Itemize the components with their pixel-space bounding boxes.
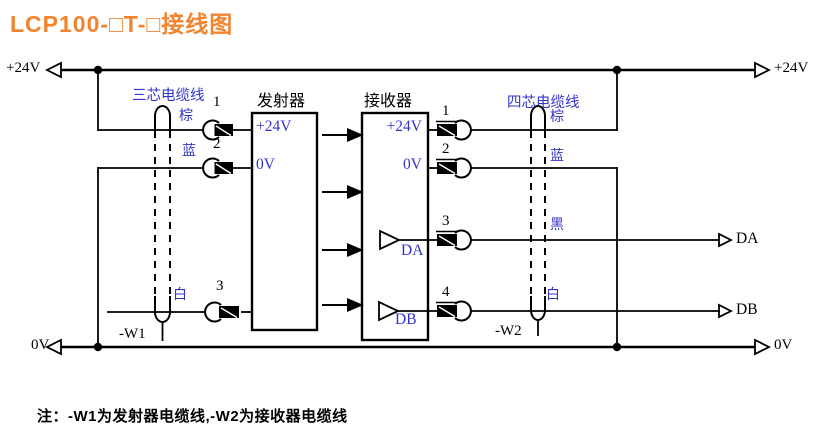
receiver-pin-db: DB xyxy=(395,311,417,328)
transmitter-connectors xyxy=(202,119,239,323)
wire-label-left-white: 白 xyxy=(173,288,187,303)
buffer-triangle-icons xyxy=(378,229,438,322)
page-title: LCP100-□T-□接线图 xyxy=(10,11,234,37)
terminal-number-rx2: 2 xyxy=(442,141,450,157)
transmitter-pin-24v: +24V xyxy=(256,118,292,135)
terminal-number-rx1: 1 xyxy=(442,103,450,119)
wire-label-right-black: 黑 xyxy=(550,218,564,233)
receiver-pin-24v: +24V xyxy=(386,118,422,135)
horizontal-wires xyxy=(98,129,720,313)
wire-label-left-brown: 棕 xyxy=(179,109,193,124)
rail-label-bottom-right: 0V xyxy=(774,337,793,353)
terminal-number-tx2: 2 xyxy=(213,136,221,152)
wire-label-right-white: 白 xyxy=(546,288,560,303)
receiver-connectors xyxy=(436,119,472,322)
wire-label-left-blue: 蓝 xyxy=(182,144,196,159)
rail-label-bottom-left: 0V xyxy=(31,337,50,353)
receiver-pin-da: DA xyxy=(401,242,424,259)
output-label-db: DB xyxy=(736,301,758,318)
wire-label-right-blue: 蓝 xyxy=(550,149,564,164)
transmitter-box xyxy=(250,111,319,332)
cable-right-tag: -W2 xyxy=(495,323,522,339)
rail-arrow-icons xyxy=(44,61,772,356)
terminal-number-tx1: 1 xyxy=(213,94,221,110)
cable-right-label: 四芯电缆线 xyxy=(507,95,580,111)
terminal-number-rx3: 3 xyxy=(442,213,450,229)
cable-left-tag: -W1 xyxy=(119,326,146,342)
receiver-box xyxy=(360,111,430,342)
receiver-title: 接收器 xyxy=(364,93,413,110)
footnote: 注：-W1为发射器电缆线,-W2为接收器电缆线 xyxy=(37,408,348,425)
cable-left-label: 三芯电缆线 xyxy=(132,88,205,104)
junction-dots xyxy=(93,65,622,352)
transmitter-title: 发射器 xyxy=(257,93,306,110)
rail-label-top-left: +24V xyxy=(6,60,41,76)
transmitter-pin-0v: 0V xyxy=(256,156,275,173)
rail-label-top-right: +24V xyxy=(774,60,809,76)
receiver-pin-0v: 0V xyxy=(403,156,422,173)
cable-right-symbol xyxy=(530,105,546,336)
signal-arrows xyxy=(322,127,364,313)
terminal-number-tx3: 3 xyxy=(216,278,224,294)
terminal-number-rx4: 4 xyxy=(442,284,450,300)
vertical-wires xyxy=(97,70,618,347)
wire-label-right-brown: 棕 xyxy=(550,110,564,125)
cable-left-symbol xyxy=(154,105,171,341)
output-label-da: DA xyxy=(736,230,759,247)
